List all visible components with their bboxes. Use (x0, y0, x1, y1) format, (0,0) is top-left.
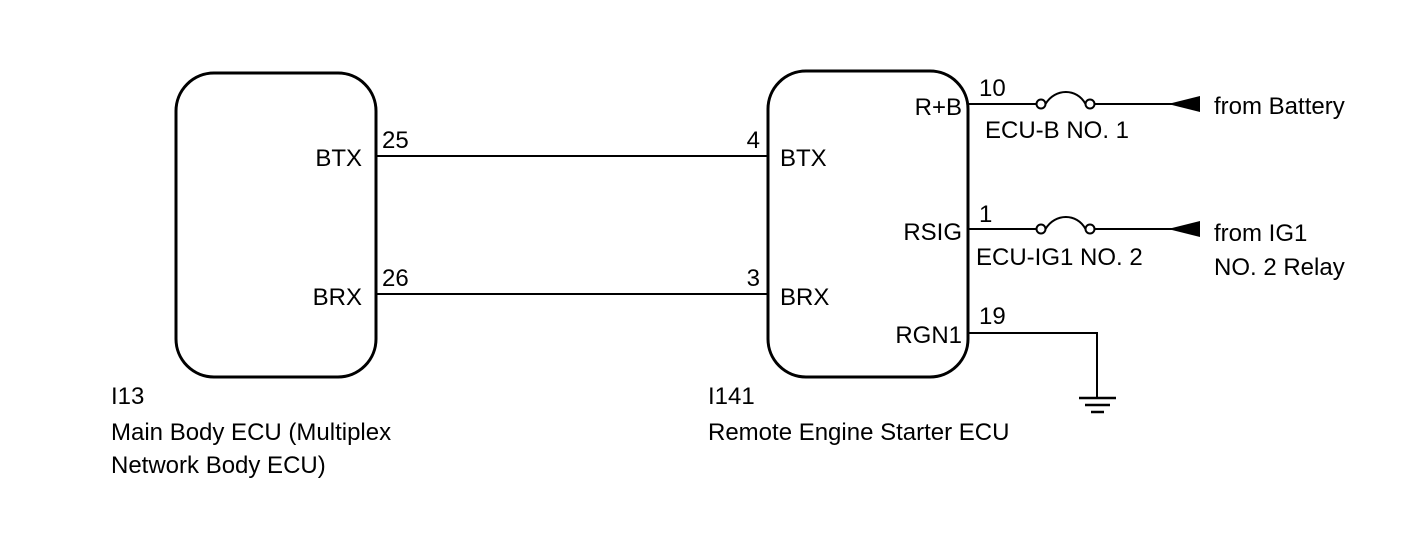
right-pin-rb-number: 10 (979, 75, 1006, 102)
remote-engine-starter-ecu-box (766, 69, 970, 379)
right-pin-btx-number: 4 (747, 127, 760, 154)
fuse-ecu-b-label: ECU-B NO. 1 (985, 117, 1129, 144)
source-battery-label: from Battery (1214, 93, 1345, 120)
left-pin-brx-number: 26 (382, 265, 409, 292)
right-pin-rgn1-label: RGN1 (895, 322, 962, 349)
left-pin-btx-label: BTX (315, 145, 362, 172)
right-pin-rgn1-number: 19 (979, 303, 1006, 330)
left-pin-brx-label: BRX (313, 284, 362, 311)
right-pin-brx-number: 3 (747, 265, 760, 292)
right-pin-rb-label: R+B (915, 94, 962, 121)
left-pin-btx-number: 25 (382, 127, 409, 154)
left-ecu-name-line1: Main Body ECU (Multiplex (111, 419, 391, 446)
fuse-ecu-ig1-label: ECU-IG1 NO. 2 (976, 244, 1143, 271)
right-pin-btx-label: BTX (780, 145, 827, 172)
source-ig1-relay-label: NO. 2 Relay (1214, 254, 1345, 281)
right-pin-rsig-number: 1 (979, 201, 992, 228)
right-pin-rsig-label: RSIG (903, 219, 962, 246)
ground-line (968, 332, 1116, 414)
right-ecu-name: Remote Engine Starter ECU (708, 419, 1009, 446)
ecu-b-fuse-line (968, 91, 1200, 112)
left-ecu-code: I13 (111, 383, 144, 410)
right-pin-brx-label: BRX (780, 284, 829, 311)
ecu-ig1-fuse-line (968, 216, 1200, 237)
source-ig1-label: from IG1 (1214, 220, 1307, 247)
right-ecu-code: I141 (708, 383, 755, 410)
arrow-icon (1168, 221, 1200, 237)
arrow-icon (1168, 96, 1200, 112)
left-ecu-name-line2: Network Body ECU) (111, 452, 326, 479)
main-body-ecu-box (174, 71, 378, 379)
